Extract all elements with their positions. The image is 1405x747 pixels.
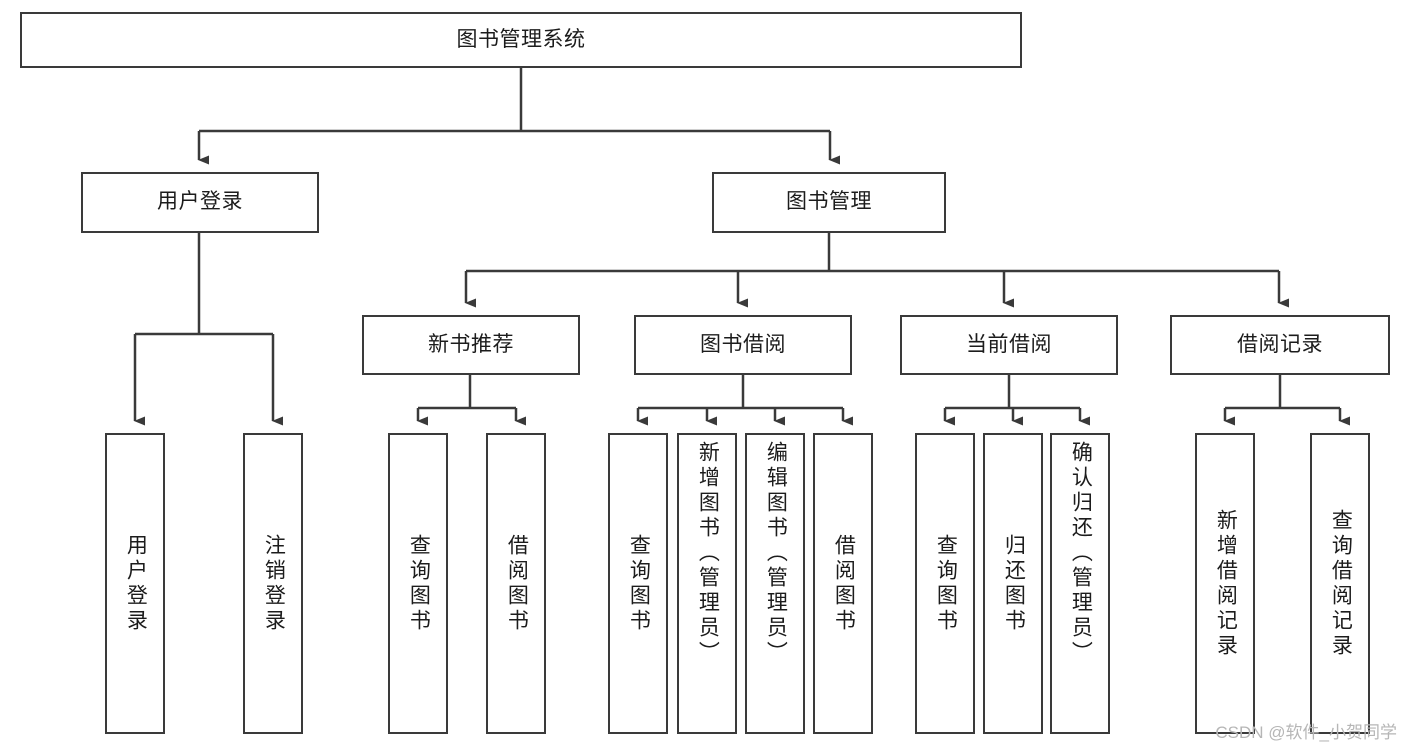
node-leaf-query-book-2[interactable]: 查询图书 <box>608 433 668 734</box>
node-leaf-query-book-3-label: 查询图书 <box>934 533 958 634</box>
node-leaf-borrow-book-1[interactable]: 借阅图书 <box>486 433 546 734</box>
node-leaf-add-book-label: 新增图书（管理员） <box>696 441 720 666</box>
node-book-management-label: 图书管理 <box>786 190 872 214</box>
node-root-label: 图书管理系统 <box>456 27 586 51</box>
node-leaf-confirm-return[interactable]: 确认归还（管理员） <box>1050 433 1110 734</box>
node-new-book-recommend-label: 新书推荐 <box>428 332 514 356</box>
node-book-borrow[interactable]: 图书借阅 <box>634 315 852 375</box>
node-book-management[interactable]: 图书管理 <box>712 172 946 233</box>
node-leaf-add-book[interactable]: 新增图书（管理员） <box>677 433 737 734</box>
node-leaf-add-record[interactable]: 新增借阅记录 <box>1195 433 1255 734</box>
node-leaf-borrow-book-1-label: 借阅图书 <box>505 533 529 634</box>
node-leaf-add-record-label: 新增借阅记录 <box>1214 508 1238 659</box>
node-user-login-label: 用户登录 <box>157 190 243 214</box>
node-leaf-query-book-3[interactable]: 查询图书 <box>915 433 975 734</box>
node-leaf-query-book-1-label: 查询图书 <box>407 533 431 634</box>
node-book-borrow-label: 图书借阅 <box>700 332 786 356</box>
node-leaf-borrow-book-2[interactable]: 借阅图书 <box>813 433 873 734</box>
node-leaf-query-record[interactable]: 查询借阅记录 <box>1310 433 1370 734</box>
node-leaf-edit-book-label: 编辑图书（管理员） <box>764 441 788 666</box>
node-leaf-query-book-1[interactable]: 查询图书 <box>388 433 448 734</box>
node-leaf-confirm-return-label: 确认归还（管理员） <box>1069 441 1093 666</box>
node-current-borrow-label: 当前借阅 <box>966 332 1052 356</box>
node-borrow-record-label: 借阅记录 <box>1237 332 1323 356</box>
node-current-borrow[interactable]: 当前借阅 <box>900 315 1118 375</box>
node-leaf-user-logout[interactable]: 注销登录 <box>243 433 303 734</box>
node-user-login[interactable]: 用户登录 <box>81 172 319 233</box>
node-borrow-record[interactable]: 借阅记录 <box>1170 315 1390 375</box>
node-root[interactable]: 图书管理系统 <box>20 12 1022 68</box>
node-new-book-recommend[interactable]: 新书推荐 <box>362 315 580 375</box>
node-leaf-user-logout-label: 注销登录 <box>262 533 286 634</box>
node-leaf-query-book-2-label: 查询图书 <box>627 533 651 634</box>
node-leaf-user-login-label: 用户登录 <box>124 533 148 634</box>
node-leaf-return-book-label: 归还图书 <box>1002 533 1026 634</box>
node-leaf-edit-book[interactable]: 编辑图书（管理员） <box>745 433 805 734</box>
node-leaf-return-book[interactable]: 归还图书 <box>983 433 1043 734</box>
connector-lines <box>133 68 1350 426</box>
node-leaf-borrow-book-2-label: 借阅图书 <box>832 533 856 634</box>
node-leaf-query-record-label: 查询借阅记录 <box>1329 508 1353 659</box>
node-leaf-user-login[interactable]: 用户登录 <box>105 433 165 734</box>
